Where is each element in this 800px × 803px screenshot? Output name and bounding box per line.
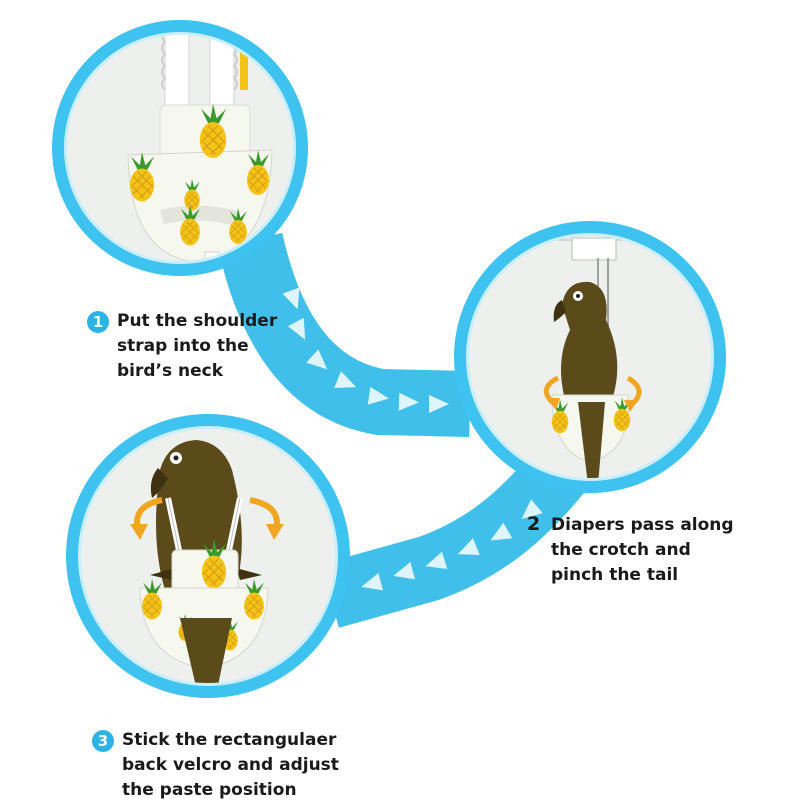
- path-arrow: [490, 522, 513, 541]
- step-3-line: Stick the rectangulaer: [122, 730, 337, 750]
- path-arrow: [398, 392, 419, 411]
- step-2-line: Diapers pass along: [551, 515, 734, 535]
- step-2-photo: [454, 221, 726, 493]
- step-2-line: pinch the tail: [551, 565, 679, 585]
- step-3-number-badge: 3: [92, 730, 114, 752]
- path-arrow: [287, 317, 306, 340]
- path-arrow: [429, 395, 449, 413]
- step-3-line: the paste position: [122, 780, 297, 800]
- step-2-line: the crotch and: [551, 540, 691, 560]
- step-3-text: Stick the rectangulaer back velcro and a…: [122, 728, 339, 803]
- path-arrows: [282, 287, 543, 591]
- path-arrow: [334, 371, 357, 388]
- path-arrow: [306, 349, 328, 370]
- step-2-text: Diapers pass along the crotch and pinch …: [551, 513, 734, 588]
- path-arrow: [282, 287, 300, 310]
- path-arrow: [361, 572, 384, 591]
- step-3-photo: [66, 414, 350, 698]
- step-1-photo: [52, 20, 308, 276]
- step-1-text: Put the shoulder strap into the bird’s n…: [117, 309, 277, 384]
- path-arrow: [425, 551, 448, 569]
- path-arrow: [457, 538, 480, 555]
- path-arrow: [393, 561, 416, 580]
- step-2-number: 2: [527, 513, 541, 535]
- step-1-line: strap into the: [117, 336, 249, 356]
- step-1-line: bird’s neck: [117, 361, 224, 381]
- path-arrow: [367, 386, 389, 405]
- step-3-line: back velcro and adjust: [122, 755, 339, 775]
- step-1-line: Put the shoulder: [117, 311, 278, 331]
- path-arrow: [521, 499, 543, 520]
- step-1-number-badge: 1: [87, 311, 109, 333]
